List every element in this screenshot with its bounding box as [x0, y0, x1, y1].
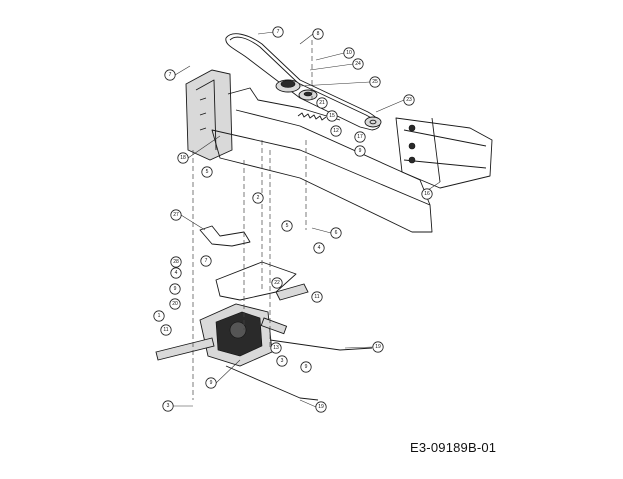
callout-34: 3	[162, 400, 174, 412]
callout-31: 3	[276, 355, 288, 367]
callout-number: 20	[172, 301, 178, 307]
callout-number: 11	[163, 327, 168, 333]
callout-number: 7	[205, 258, 208, 264]
callout-number: 2	[257, 195, 260, 201]
callout-21: 7	[200, 255, 212, 267]
callout-6: 21	[316, 97, 328, 109]
callout-32: 9	[300, 361, 312, 373]
callout-number: 11	[314, 294, 319, 300]
callout-number: 5	[286, 223, 289, 229]
callout-28: 11	[160, 324, 172, 336]
callout-number: 4	[175, 270, 178, 276]
callout-number: 28	[173, 259, 179, 265]
callout-23: 22	[271, 277, 283, 289]
callout-29: 19	[372, 341, 384, 353]
callout-13: 5	[201, 166, 213, 178]
callout-number: 7	[277, 29, 280, 35]
callout-number: 19	[375, 344, 381, 350]
callout-15: 16	[421, 188, 433, 200]
callout-9: 12	[330, 125, 342, 137]
drawing-code: E3-09189B-01	[410, 440, 497, 455]
callout-number: 3	[281, 358, 284, 364]
callout-number: 4	[318, 245, 321, 251]
frame-rail	[185, 69, 433, 233]
callout-20: 28	[170, 256, 182, 268]
callout-number: 19	[318, 404, 324, 410]
callout-22: 4	[170, 267, 182, 279]
callout-number: 23	[406, 97, 412, 103]
shaft-11	[275, 283, 309, 301]
callout-number: 17	[357, 134, 363, 140]
callout-number: 13	[273, 345, 279, 351]
callout-number: 3	[167, 403, 170, 409]
transmission	[155, 303, 288, 367]
callout-5: 7	[164, 69, 176, 81]
callout-10: 17	[354, 131, 366, 143]
callout-number: 1	[158, 313, 161, 319]
callout-19: 4	[313, 242, 325, 254]
callout-25: 11	[311, 291, 323, 303]
rod-right	[269, 339, 373, 351]
callout-17: 6	[330, 227, 342, 239]
side-bracket	[395, 117, 493, 189]
callout-26: 20	[169, 298, 181, 310]
callout-number: 9	[174, 286, 177, 292]
callout-number: 15	[329, 113, 335, 119]
callout-4: 25	[369, 76, 381, 88]
leader-lines	[173, 31, 441, 408]
callout-27: 1	[153, 310, 165, 322]
pulley-lower	[298, 89, 318, 101]
callout-number: 8	[317, 31, 320, 37]
callout-16: 27	[170, 209, 182, 221]
callout-number: 9	[210, 380, 213, 386]
callout-14: 2	[252, 192, 264, 204]
callout-8: 15	[326, 110, 338, 122]
callout-0: 7	[272, 26, 284, 38]
callout-number: 9	[305, 364, 308, 370]
callout-number: 21	[319, 100, 325, 106]
callout-7: 23	[403, 94, 415, 106]
alignment-lines	[192, 40, 313, 400]
callout-1: 8	[312, 28, 324, 40]
callout-33: 9	[205, 377, 217, 389]
callout-12: 18	[177, 152, 189, 164]
callout-35: 19	[315, 401, 327, 413]
rod-lower	[225, 365, 319, 401]
callout-number: 10	[346, 50, 352, 56]
callout-number: 12	[333, 128, 339, 134]
pulley-upper	[275, 79, 301, 93]
callout-18: 5	[281, 220, 293, 232]
callout-number: 24	[355, 61, 361, 67]
tension-spring	[297, 112, 327, 121]
callout-number: 6	[335, 230, 338, 236]
callout-number: 22	[274, 280, 280, 286]
callout-number: 9	[359, 148, 362, 154]
callout-11: 9	[354, 145, 366, 157]
callout-number: 16	[424, 191, 430, 197]
callout-number: 25	[372, 79, 378, 85]
callout-3: 24	[352, 58, 364, 70]
callout-24: 9	[169, 283, 181, 295]
callout-number: 5	[206, 169, 209, 175]
callout-number: 7	[169, 72, 172, 78]
callout-number: 18	[180, 155, 186, 161]
callout-30: 13	[270, 342, 282, 354]
bracket-27	[199, 225, 251, 247]
idler-pulley	[364, 116, 382, 128]
callout-2: 10	[343, 47, 355, 59]
callout-number: 27	[173, 212, 179, 218]
